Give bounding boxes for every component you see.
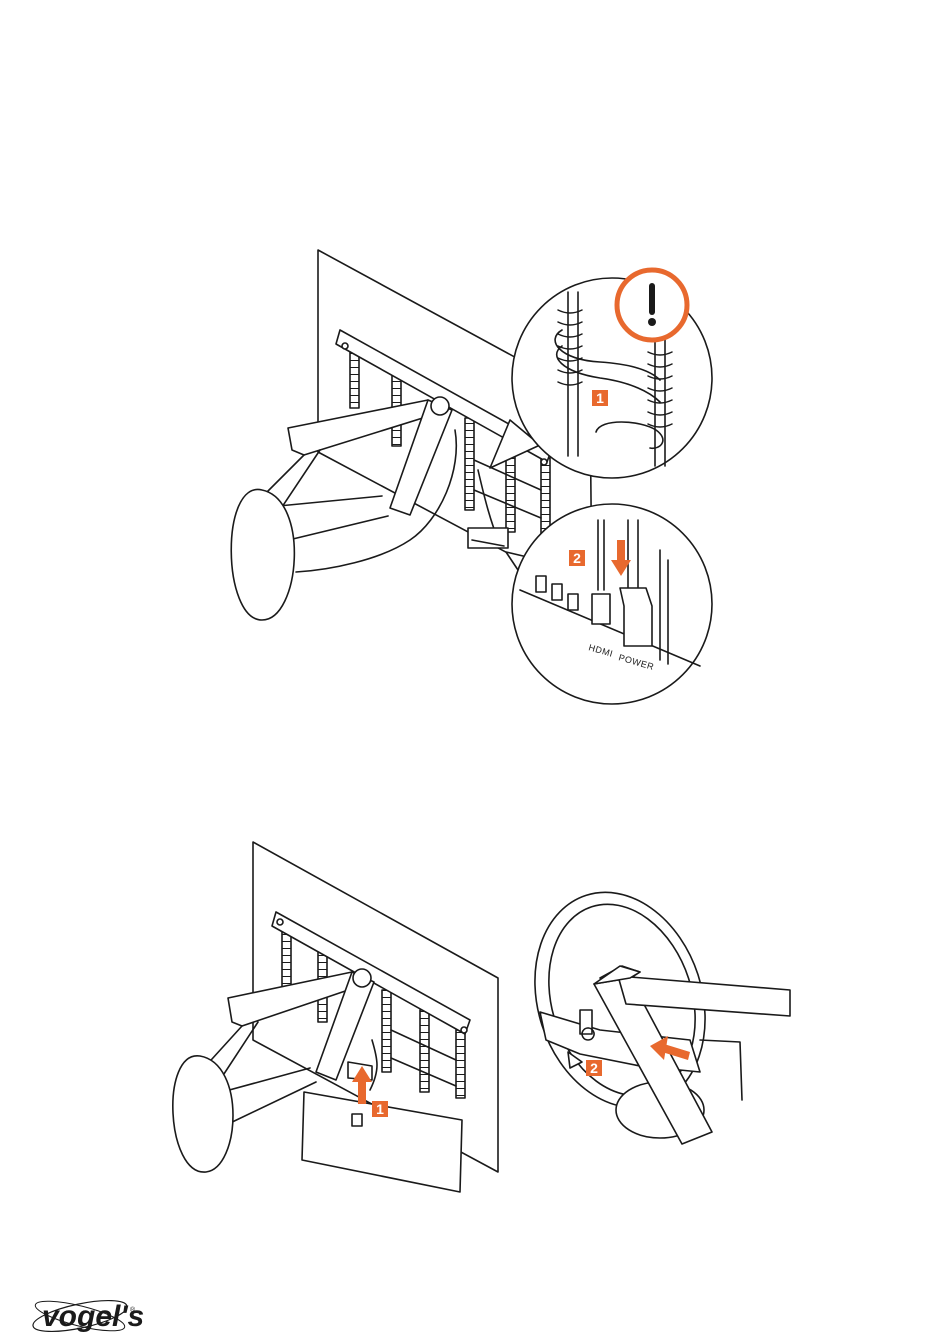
step-badge-top-1: 1 [592,390,608,406]
step-badge-bottom-2: 2 [586,1060,602,1076]
step-badge-bottom-2-label: 2 [590,1060,598,1076]
logo-text: vogel's [42,1300,144,1333]
logo-registered-mark: ® [130,1306,136,1314]
step-badge-top-2-label: 2 [573,550,581,566]
wall-plate-bottom [173,1056,233,1172]
step-badge-bottom-1: 1 [372,1101,388,1117]
callout-ports [512,504,712,704]
step-badge-bottom-1-label: 1 [376,1101,384,1117]
top-figure: 1 2 HDMI POWER [231,250,712,704]
warning-icon [617,270,687,340]
step-badge-top-2: 2 [569,550,585,566]
step-badge-top-1-label: 1 [596,390,604,406]
vogels-logo: vogel's ® [31,1294,145,1337]
bottom-right-figure: 2 [508,870,790,1144]
wall-plate [231,489,294,620]
bottom-left-figure: 1 [173,842,498,1192]
